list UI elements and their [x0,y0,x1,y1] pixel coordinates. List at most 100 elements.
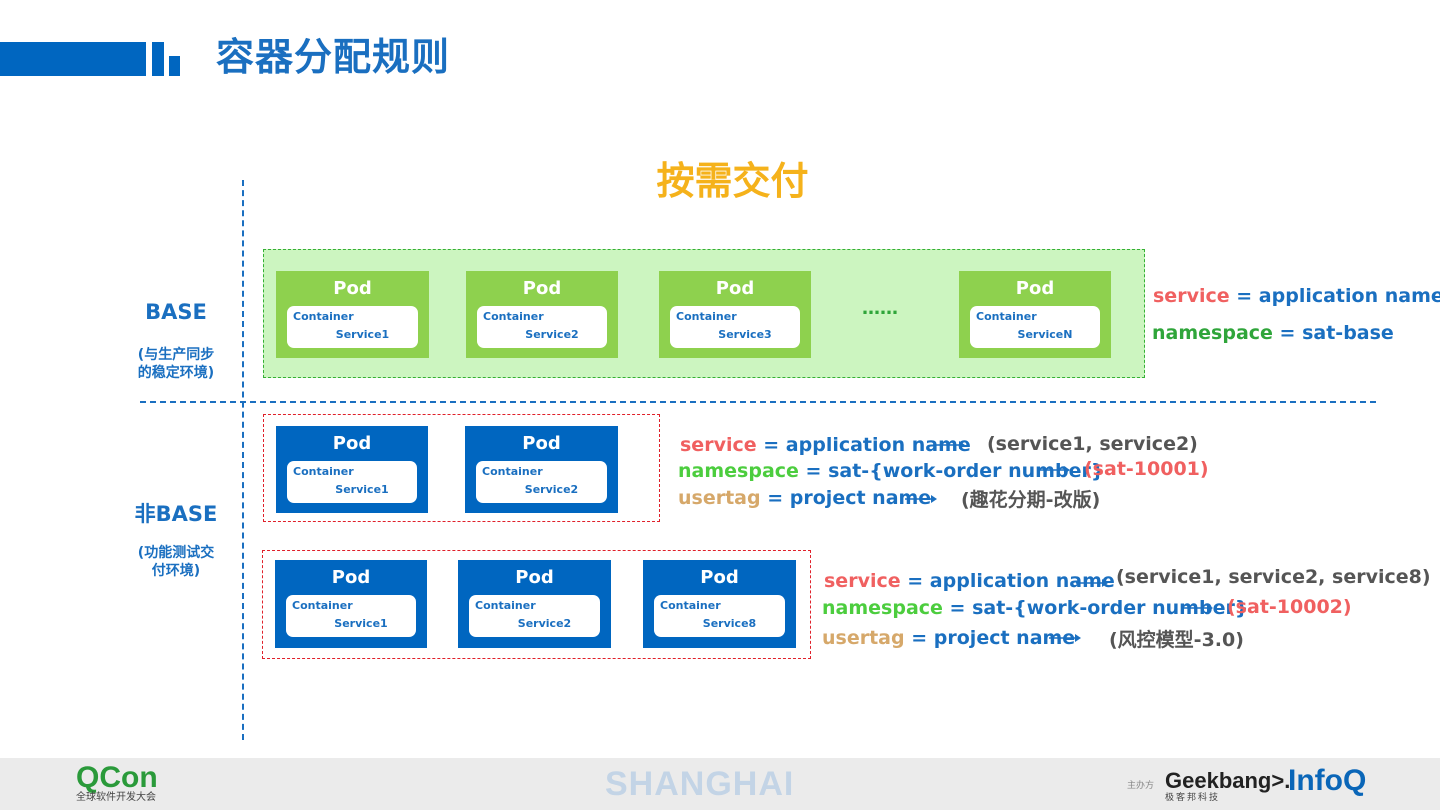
arrow-icon [1049,634,1081,642]
qcon-tagline: 全球软件开发大会 [76,792,156,803]
header-accent-bar-3 [169,56,180,76]
container-box: Container ServiceN [970,306,1100,348]
service-label: Service1 [334,617,388,630]
env-subtitle-line: (与生产同步 [137,347,215,363]
arrow-icon [933,441,965,449]
pod-title: Pod [332,433,372,454]
service-label: Service1 [335,328,390,341]
rule-value: application name [929,570,1115,592]
pod-card: Pod Container Service2 [465,426,618,513]
container-label: Container [482,465,543,478]
pod-title: Pod [522,278,562,299]
pod-card: Pod Container Service2 [458,560,611,648]
container-box: Container Service2 [476,461,607,503]
pod-card: Pod Container Service2 [466,271,618,358]
rule-eq: = [805,460,822,482]
container-box: Container Service2 [477,306,607,348]
pod-card: Pod Container Service1 [275,560,427,648]
rule-eq: = [763,434,780,456]
geekbang-tagline: 极客邦科技 [1165,793,1221,803]
service-label: Service2 [525,328,579,341]
pod-title: Pod [515,567,554,588]
container-box: Container Service3 [670,306,800,348]
rule-result: (趣花分期-改版) [961,489,1101,511]
env-title-base: BASE [145,300,207,324]
rule-result: (sat-10001) [1084,458,1209,480]
rule-key: service [680,434,757,456]
rule-result: (service1, service2, service8) [1116,566,1431,588]
rule-key: namespace [822,597,943,619]
city-label: SHANGHAI [605,765,795,803]
pod-title: Pod [715,278,755,299]
base-namespace-rule: namespace = sat-base [1152,321,1394,345]
service-label: Service2 [524,483,579,496]
rule-value: sat-base [1302,322,1394,344]
env-title-non-base: 非BASE [134,502,218,526]
rule-eq: = [1236,285,1253,307]
pod-card: Pod Container Service1 [276,271,429,358]
footer-bar [0,758,1440,810]
qcon-logo: QCon [76,761,158,794]
base-service-rule: service = application name [1153,284,1440,308]
rule-eq: = [1279,322,1296,344]
container-label: Container [292,599,353,612]
slide-title: 容器分配规则 [216,35,451,79]
container-box: Container Service1 [287,461,417,503]
pod-card: Pod Container Service3 [659,271,811,358]
container-label: Container [976,310,1037,323]
pod-title: Pod [333,278,372,299]
rule-eq: = [767,487,784,509]
rule-value: project name [789,487,932,509]
service-label: Service8 [702,617,757,630]
container-box: Container Service1 [287,306,418,348]
rule-value: application name [785,434,971,456]
header-accent-bar-2 [152,42,164,76]
container-label: Container [293,465,354,478]
group1-usertag-rule: usertag = project name [678,486,931,510]
rule-eq: = [911,627,928,649]
container-box: Container Service2 [469,595,600,637]
pod-ellipsis: …… [862,298,898,319]
rule-result: (service1, service2) [987,433,1198,455]
group1-service-rule: service = application name [680,433,971,457]
group2-service-rule: service = application name [824,569,1115,593]
rule-key: service [824,570,901,592]
rule-eq: = [949,597,966,619]
container-label: Container [660,599,721,612]
group2-usertag-rule: usertag = project name [822,626,1075,650]
service-label: Service3 [718,328,772,341]
header-accent-bar [0,42,146,76]
rule-result: (风控模型-3.0) [1109,629,1244,651]
container-box: Container Service1 [286,595,416,637]
env-subtitle-line: 付环境) [151,563,201,579]
pod-card: Pod Container ServiceN [959,271,1111,358]
arrow-icon [905,495,937,503]
rule-key: service [1153,285,1230,307]
service-label: ServiceN [1017,328,1073,341]
pod-title: Pod [1015,278,1055,299]
rule-result: (sat-10002) [1227,596,1352,618]
service-label: Service2 [517,617,572,630]
container-label: Container [293,310,354,323]
container-label: Container [676,310,737,323]
rule-key: namespace [678,460,799,482]
rule-key: usertag [678,487,761,509]
arrow-icon [1181,604,1213,612]
arrow-icon [1076,579,1108,587]
horizontal-divider [140,401,1376,403]
rule-value: sat-{work-order number} [972,597,1249,619]
rule-value: application name [1258,285,1440,307]
slide-subtitle: 按需交付 [656,159,809,203]
vertical-divider [242,180,244,740]
arrow-icon [1038,466,1070,474]
env-subtitle-non-base: (功能测试交 付环境) [116,544,236,580]
container-box: Container Service8 [654,595,785,637]
group1-namespace-rule: namespace = sat-{work-order number} [678,459,1104,483]
rule-value: sat-{work-order number} [828,460,1105,482]
infoq-logo: InfoQ [1288,764,1367,797]
env-subtitle-base: (与生产同步 的稳定环境) [116,346,236,382]
pod-title: Pod [700,567,739,588]
rule-key: namespace [1152,322,1273,344]
pod-title: Pod [522,433,561,454]
pod-card: Pod Container Service8 [643,560,796,648]
